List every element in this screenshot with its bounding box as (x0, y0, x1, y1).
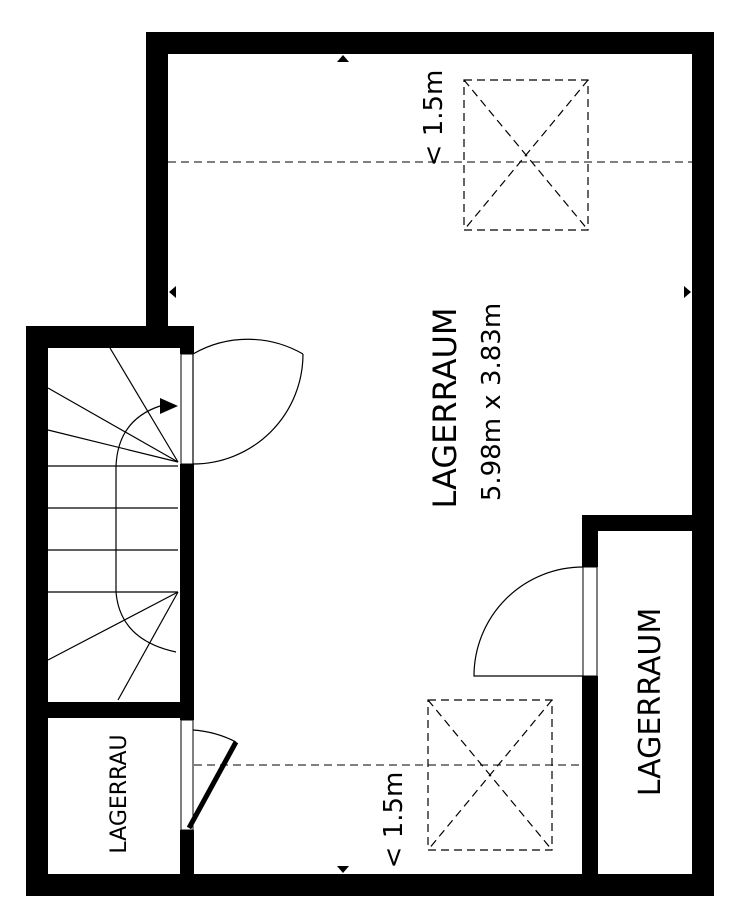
marker-right (684, 286, 691, 298)
wall-right-room-left-lower (582, 676, 598, 896)
wall-bottom (26, 874, 714, 896)
height-note-top: < 1.5m (419, 70, 449, 167)
stair-walk-line (115, 405, 177, 653)
door-frame-right-room (582, 566, 598, 677)
door-arc-small-room (192, 729, 237, 743)
door-swings[interactable] (192, 338, 584, 743)
marker-bottom (337, 866, 349, 873)
skylight-bottom (427, 699, 553, 851)
skylight-bottom-diag (427, 699, 553, 851)
marker-top (337, 55, 349, 62)
skylight-top-diag (463, 79, 589, 231)
small-room-name: LAGERRAU (107, 734, 132, 853)
height-note-bottom: < 1.5m (379, 772, 409, 869)
stair-tread (47, 591, 179, 661)
skylights (427, 79, 589, 851)
right-room-name: LAGERRAUM (633, 608, 668, 796)
door-arc-right-room[interactable] (473, 566, 584, 677)
door-leaf-small-room[interactable] (186, 740, 239, 830)
staircase (47, 347, 179, 701)
wall-left-outer (26, 326, 48, 896)
main-room-name: LAGERRAUM (426, 308, 464, 509)
wall-right-upper (692, 32, 714, 530)
wall-top (146, 32, 714, 54)
stair-tread (117, 591, 179, 701)
wall-stair-top (26, 326, 194, 348)
walls (26, 32, 714, 896)
wall-main-left (146, 32, 168, 342)
door-frame-small-room (180, 719, 194, 831)
section-markers (169, 55, 691, 873)
door-frames (180, 353, 598, 831)
skylight-top (463, 79, 589, 231)
wall-stair-small (26, 702, 194, 718)
main-room-dimensions: 5.98m x 3.83m (477, 303, 507, 501)
door-swing-stair[interactable] (192, 338, 304, 464)
stair-arrow-icon (160, 398, 178, 414)
door-frame-stair (180, 353, 194, 465)
stair-tread (47, 387, 179, 463)
wall-stair-right-upper (180, 332, 194, 354)
marker-left (169, 286, 176, 298)
stair-tread (109, 347, 179, 463)
wall-right-lower (692, 515, 714, 896)
stair-tread (47, 429, 179, 463)
door-arc-stair (192, 353, 304, 465)
wall-stair-right-lower (180, 464, 194, 720)
height-lines (168, 161, 692, 766)
wall-right-room-left-upper (582, 515, 598, 567)
wall-right-room-top (582, 515, 714, 531)
wall-small-right-lower (180, 830, 194, 896)
